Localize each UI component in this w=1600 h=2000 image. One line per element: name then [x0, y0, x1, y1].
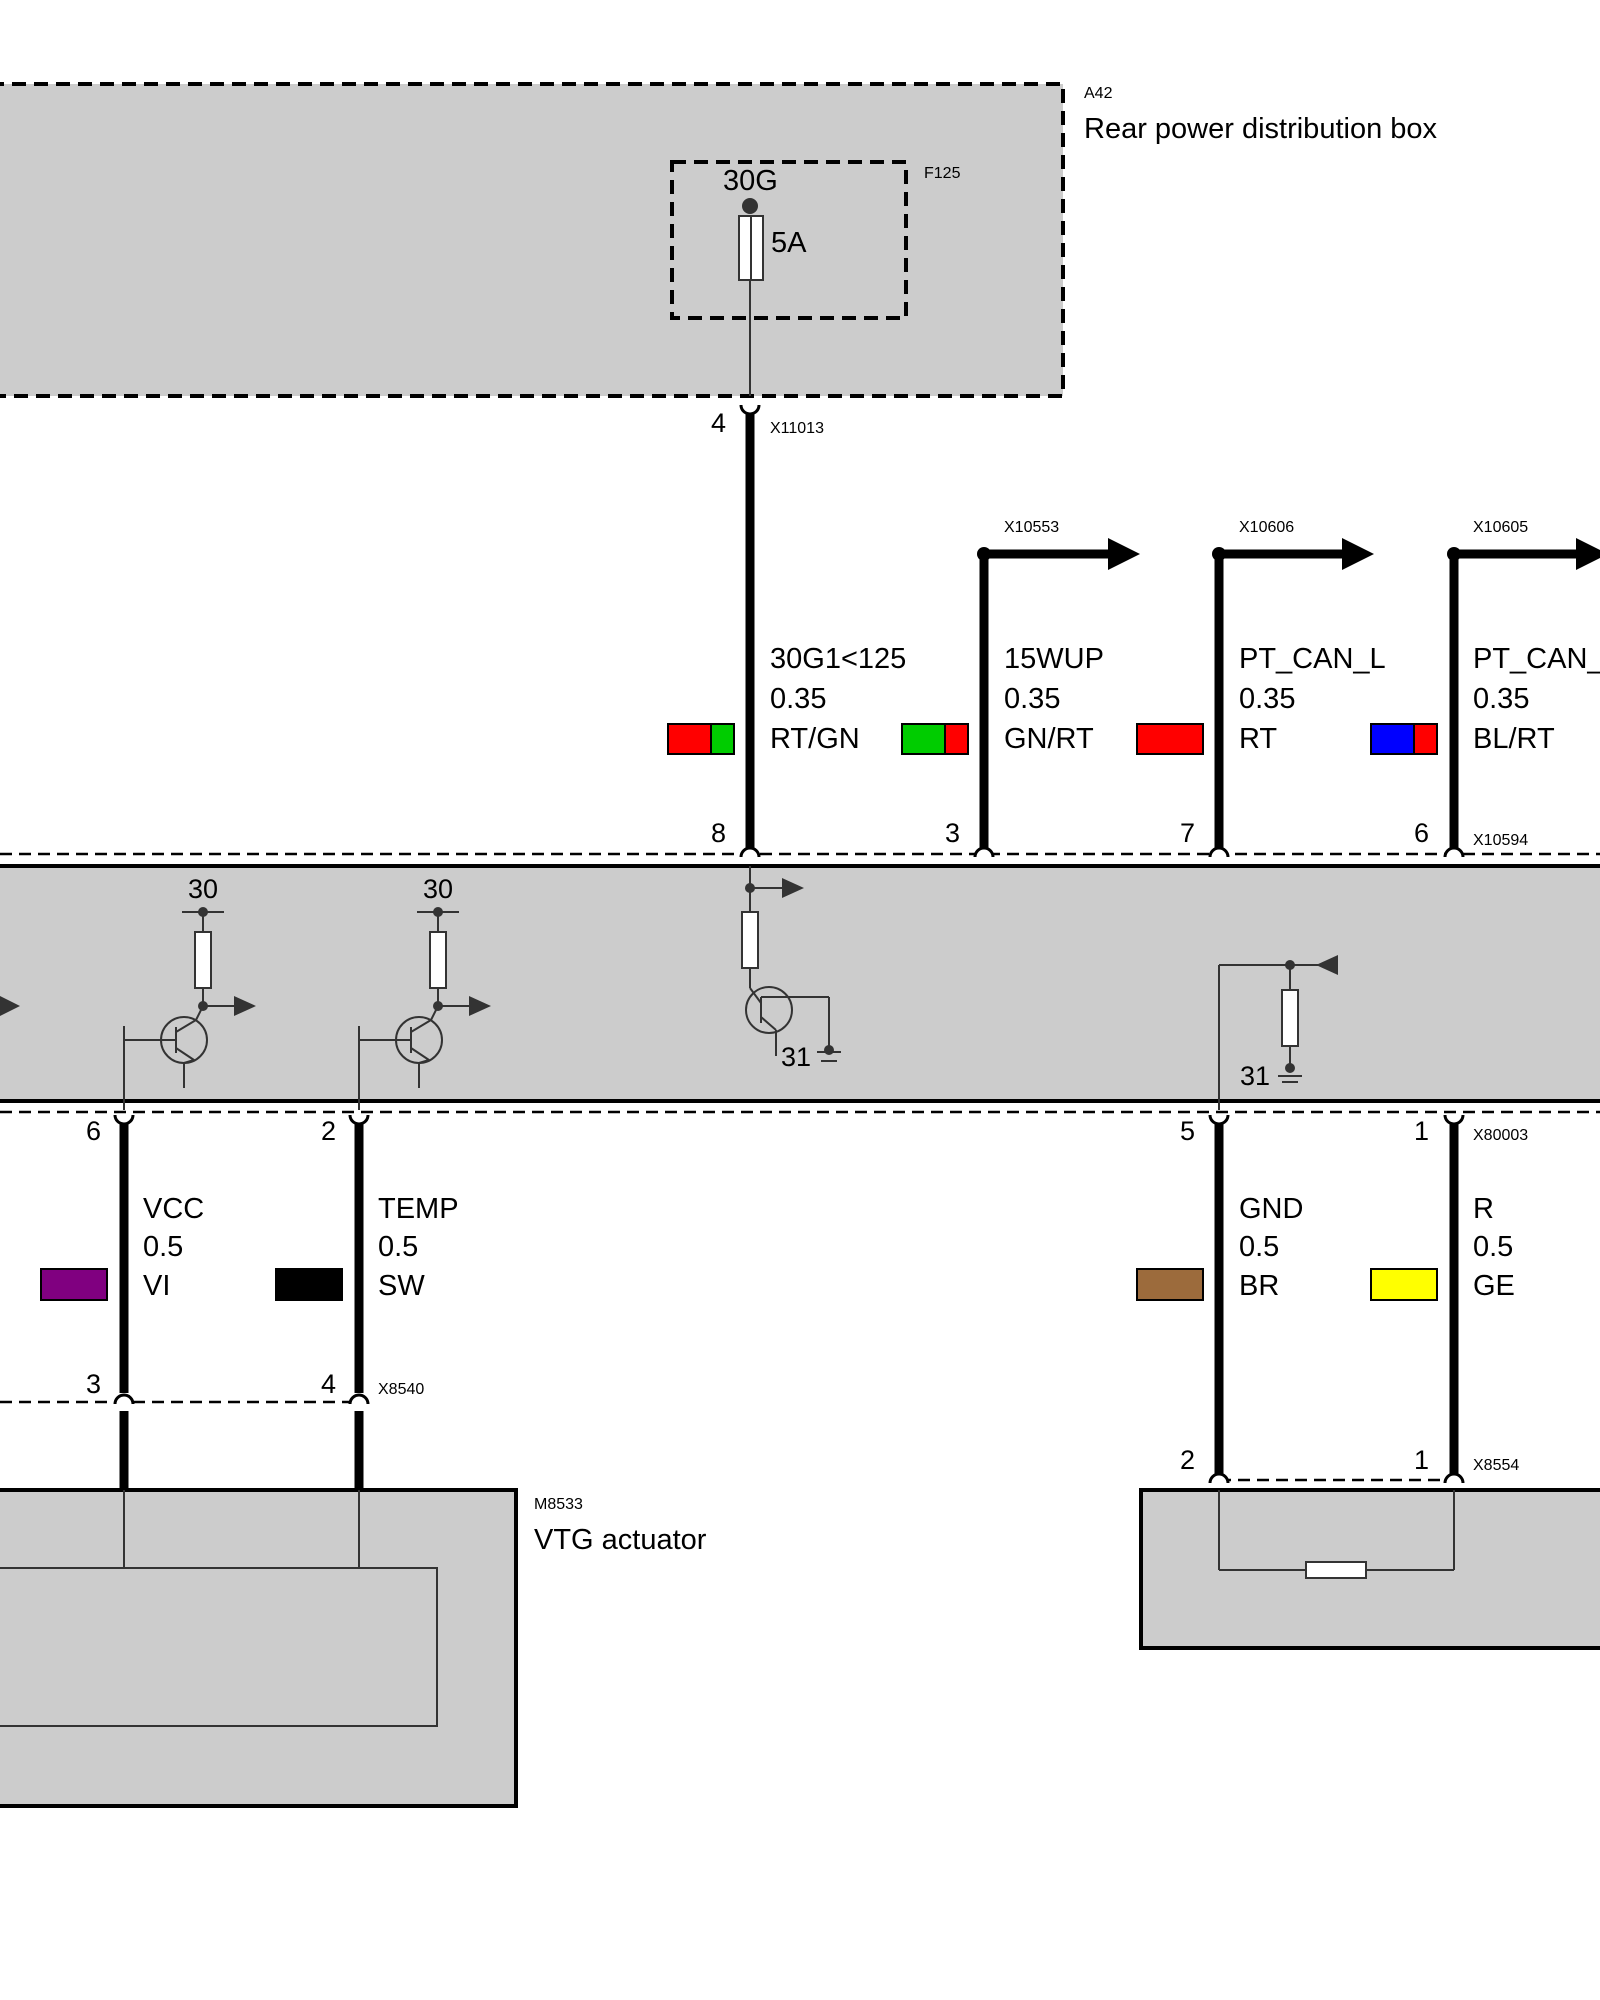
control-unit [0, 852, 1600, 1114]
ground-label: 31 [781, 1042, 811, 1072]
wire-signal: GND [1239, 1193, 1303, 1225]
connector-x10594: 8 3 7 6 X10594 [711, 818, 1528, 858]
connector-x8540: 3 4 X8540 [0, 1369, 424, 1405]
wire-gauge: 0.35 [770, 683, 826, 715]
pin-label: 1 [1414, 1116, 1429, 1146]
internal-input-30g1: 31 [741, 866, 841, 1072]
pin-label: 1 [1414, 1445, 1429, 1475]
connector-x8554: 2 1 X8554 [1180, 1445, 1519, 1484]
wire-gauge: 0.35 [1473, 683, 1529, 715]
wire-label-30g1: 30G1<125 0.35 RT/GN [667, 643, 906, 755]
wire-signal: PT_CAN_L [1239, 643, 1386, 675]
wire-signal: 30G1<125 [770, 643, 906, 675]
wire-label-vcc: VCC 0.5 VI [40, 1193, 204, 1302]
pin-label: 6 [86, 1116, 101, 1146]
connector-label: X80003 [1473, 1127, 1528, 1144]
fuse-f125: F125 30G 5A [670, 160, 961, 396]
internal-arrow-left [0, 996, 20, 1016]
bottom-wires [119, 1124, 1459, 1490]
wire-gauge: 0.5 [378, 1231, 418, 1263]
internal-transistor-temp: 30 [358, 874, 491, 1110]
wire-gauge: 0.5 [143, 1231, 183, 1263]
wire-color-code: GE [1473, 1270, 1515, 1302]
vtg-actuator: M8533 VTG actuator [0, 1488, 707, 1808]
wire-label-pt-can-h: PT_CAN_ 0.35 BL/RT [1370, 643, 1600, 755]
wire-label-r: R 0.5 GE [1370, 1193, 1515, 1302]
connector-label: X8554 [1473, 1457, 1519, 1474]
connector-label: X10553 [1004, 519, 1059, 536]
wire-label-pt-can-l: PT_CAN_L 0.35 RT [1136, 643, 1386, 755]
wire-color-code: BL/RT [1473, 723, 1555, 755]
distribution-box-name: Rear power distribution box [1084, 113, 1438, 145]
supply-label: 30 [423, 874, 453, 904]
pin-label: 2 [321, 1116, 336, 1146]
connector-label: X10605 [1473, 519, 1528, 536]
wire-signal: VCC [143, 1193, 204, 1225]
branch-x10606: X10606 [1212, 519, 1374, 570]
wire-signal: TEMP [378, 1193, 459, 1225]
distribution-box: A42 Rear power distribution box [0, 82, 1438, 398]
connector-label: X8540 [378, 1381, 424, 1398]
pin-label: 8 [711, 818, 726, 848]
wire-color-code: VI [143, 1270, 170, 1302]
wire-color-code: RT [1239, 723, 1277, 755]
internal-transistor-vcc: 30 [123, 874, 256, 1110]
branch-x10605: X10605 [1447, 519, 1600, 570]
temperature-sensor [1139, 1488, 1600, 1650]
pin-label: 6 [1414, 818, 1429, 848]
wire-color-code: BR [1239, 1270, 1279, 1302]
pin-label: 4 [321, 1369, 336, 1399]
pin-label: 7 [1180, 818, 1195, 848]
connector-x11013: 4 X11013 [711, 404, 824, 438]
branch-x10553: X10553 [977, 519, 1140, 570]
actuator-id: M8533 [534, 1496, 583, 1513]
supply-label: 30 [188, 874, 218, 904]
distribution-box-id: A42 [1084, 85, 1113, 102]
connector-label: X11013 [770, 420, 824, 437]
wire-gauge: 0.5 [1473, 1231, 1513, 1263]
resistor-icon [1305, 1561, 1367, 1579]
fuse-terminal: 30G [723, 165, 778, 197]
connector-x80003: 6 2 5 1 X80003 [86, 1114, 1528, 1146]
wire-label-15wup: 15WUP 0.35 GN/RT [901, 643, 1104, 755]
ground-label: 31 [1240, 1061, 1270, 1091]
wire-color-code: RT/GN [770, 723, 860, 755]
wire-signal: 15WUP [1004, 643, 1104, 675]
fuse-rating: 5A [771, 227, 807, 259]
pin-label: 2 [1180, 1445, 1195, 1475]
wire-gauge: 0.35 [1004, 683, 1060, 715]
connector-label: X10594 [1473, 832, 1528, 849]
wire-label-gnd: GND 0.5 BR [1136, 1193, 1303, 1302]
wire-signal: PT_CAN_ [1473, 643, 1600, 675]
wire-color-code: GN/RT [1004, 723, 1094, 755]
wire-label-temp: TEMP 0.5 SW [275, 1193, 459, 1302]
wire-gauge: 0.35 [1239, 683, 1295, 715]
top-wires [745, 414, 1459, 848]
wire-signal: R [1473, 1193, 1494, 1225]
internal-sensor-stage: 31 [1218, 955, 1338, 1110]
connector-label: X10606 [1239, 519, 1294, 536]
pin-label: 3 [945, 818, 960, 848]
pin-label: 5 [1180, 1116, 1195, 1146]
pin-label: 3 [86, 1369, 101, 1399]
fuse-id: F125 [924, 165, 961, 182]
wire-color-code: SW [378, 1270, 425, 1302]
actuator-name: VTG actuator [534, 1524, 707, 1556]
wire-gauge: 0.5 [1239, 1231, 1279, 1263]
pin-label: 4 [711, 408, 726, 438]
